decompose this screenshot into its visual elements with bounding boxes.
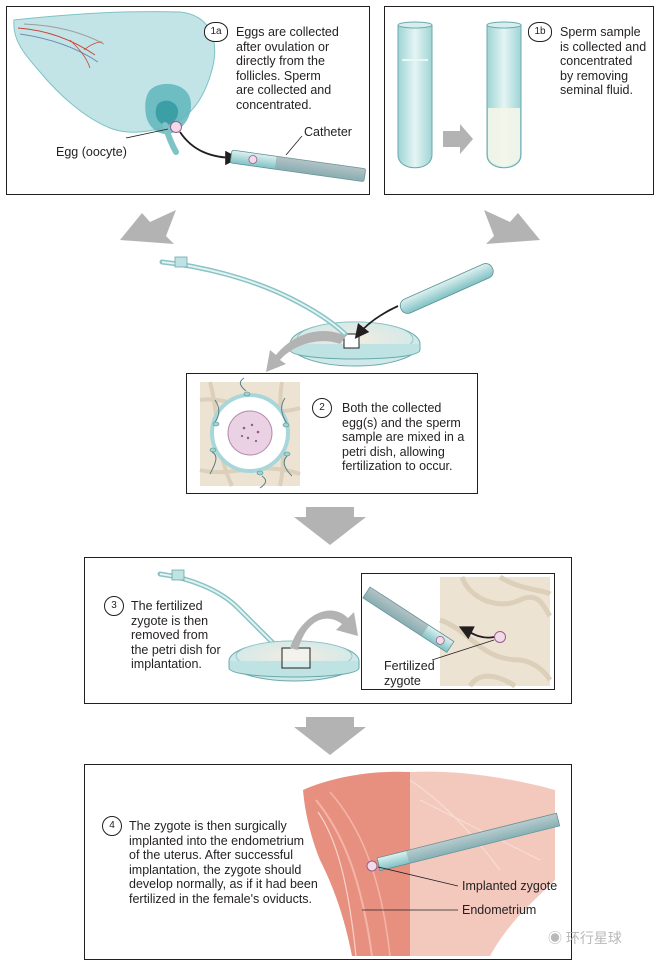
test-tube-before [397,21,433,169]
down-arrow-right [484,210,540,244]
fertilized-zygote-label: Fertilized zygote [384,659,435,688]
step-1a-text: Eggs are collected after ovulation or di… [236,25,339,112]
watermark: ◉ 环行星球 [548,930,622,946]
step-2-text: Both the collected egg(s) and the sperm … [342,401,465,473]
panel-4 [84,764,572,960]
step-badge-1b: 1b [528,22,552,42]
wechat-icon: ◉ [548,930,562,946]
uterus-illustration [303,771,555,957]
fertilization-micrograph [199,377,301,489]
step-3-text: The fertilized zygote is then removed fr… [131,599,221,671]
concentrate-arrow [443,124,473,154]
catheter-leader-line [285,135,303,156]
catheter-label: Catheter [304,125,352,139]
zygote-leader-line [431,639,495,661]
egg-icon [170,121,182,133]
catheter-icon-3 [362,586,455,653]
step-badge-4: 4 [102,816,122,836]
ovary-illustration [13,11,216,155]
step-badge-3: 3 [104,596,124,616]
zygote-to-catheter-arrow [458,626,495,640]
catheter-icon [230,149,366,182]
implant-catheter-icon [376,812,561,872]
zoom-arrow-dish-3 [290,610,358,650]
panel-3-zoom [361,573,555,690]
egg-label: Egg (oocyte) [56,145,127,159]
egg-to-catheter-arrow [179,131,240,166]
down-arrow-bottom [294,717,366,755]
step-badge-2: 2 [312,398,332,418]
test-tube-after [486,21,522,169]
down-arrow-left [120,210,176,244]
step-1b-text: Sperm sample is collected and concentrat… [560,25,647,97]
zygote-icon [494,631,506,643]
implanted-zygote-icon [366,860,378,872]
petri-dish-icon [289,321,421,367]
zygote-micrograph [439,574,553,689]
down-arrow-middle [294,507,366,545]
implanted-zygote-label: Implanted zygote [462,879,558,893]
sperm-to-dish-arrow [354,305,399,339]
step-badge-1a: 1a [204,22,228,42]
endometrium-label: Endometrium [462,903,537,917]
pipette-icon [159,256,348,337]
implanted-leader-line [377,866,459,887]
egg-leader-line [125,128,169,139]
zoom-arrow-dish [266,331,346,372]
sperm-tube-icon [399,263,494,314]
petri-dish-icon-3 [228,640,360,682]
step-4-text: The zygote is then surgically implanted … [129,819,318,906]
pipette-icon-3 [157,569,279,649]
